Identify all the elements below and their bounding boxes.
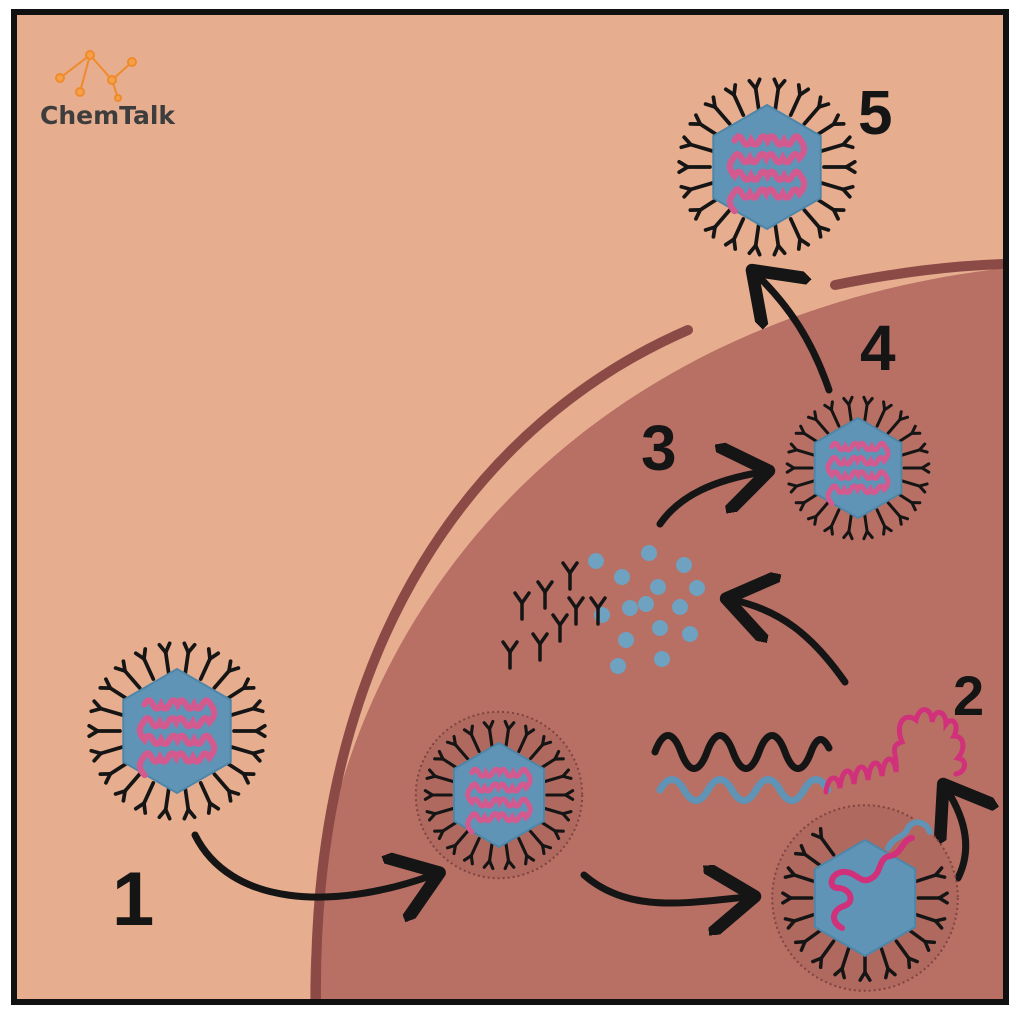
spike-protein <box>531 632 549 662</box>
panel-frame <box>11 9 1009 1005</box>
capsid-protein-dot <box>618 632 634 648</box>
spike-protein <box>551 613 569 643</box>
capsid-protein-dot <box>622 600 638 616</box>
genome <box>136 697 218 779</box>
capsid-protein-dot <box>676 557 692 573</box>
molecule-logo-icon <box>55 50 137 102</box>
arrow-replication <box>947 790 966 882</box>
step-5-label: 5 <box>858 79 892 148</box>
blue-strand <box>656 776 832 804</box>
spike-protein <box>561 561 579 591</box>
genome <box>726 133 808 215</box>
arrow-uncoating <box>580 875 748 903</box>
spike-protein <box>501 640 519 670</box>
step-1-label: 1 <box>112 857 154 942</box>
capsid-protein-dot <box>652 620 668 636</box>
capsid-protein-dot <box>689 580 705 596</box>
chemtalk-logo: ChemTalk <box>40 50 176 130</box>
capsid-protein-dot <box>610 658 626 674</box>
surface-spikes <box>87 641 267 821</box>
logo-text: ChemTalk <box>40 101 176 130</box>
capsid-fragment <box>885 819 933 851</box>
arrow-entry <box>191 831 433 897</box>
genome-strand <box>828 835 915 931</box>
step-4-label: 4 <box>860 312 896 384</box>
cell-membrane-top <box>830 259 1008 290</box>
replicated-strands <box>651 707 967 804</box>
rna-strand <box>823 707 967 795</box>
capsid-protein-dot <box>672 599 688 615</box>
surface-spikes <box>785 395 931 541</box>
step-3-label: 3 <box>641 412 677 484</box>
spike-protein <box>567 596 585 626</box>
surface-spikes <box>781 826 949 982</box>
virus-step-1 <box>87 641 267 821</box>
virus-step-4-assembled <box>785 395 931 541</box>
spike-protein <box>536 580 554 610</box>
arrow-release <box>757 275 833 394</box>
virus-layer <box>87 77 959 992</box>
capsid-protein-dot <box>641 545 657 561</box>
genome <box>465 766 533 835</box>
cell-membrane <box>310 325 693 1005</box>
virus-step-1-endocytosed <box>414 710 584 880</box>
arrow-translation <box>733 600 849 686</box>
capsid-protein-dot <box>638 596 654 612</box>
step-2-label: 2 <box>953 664 984 727</box>
black-strand <box>651 732 833 772</box>
arrow-assembly <box>656 472 762 528</box>
capsid-protein-dot <box>650 579 666 595</box>
released-genome <box>828 819 933 931</box>
spike-protein <box>589 596 607 626</box>
capsid-protein-dot <box>614 569 630 585</box>
new-proteins <box>501 545 705 674</box>
capsid-protein-dot <box>654 651 670 667</box>
surface-spikes <box>423 719 575 871</box>
capsid-protein-dot <box>682 626 698 642</box>
capsid-protein-dot <box>588 553 604 569</box>
surface-spikes <box>677 77 857 257</box>
spike-protein <box>513 591 531 621</box>
virus-step-5-released <box>677 77 857 257</box>
genome <box>825 440 891 507</box>
